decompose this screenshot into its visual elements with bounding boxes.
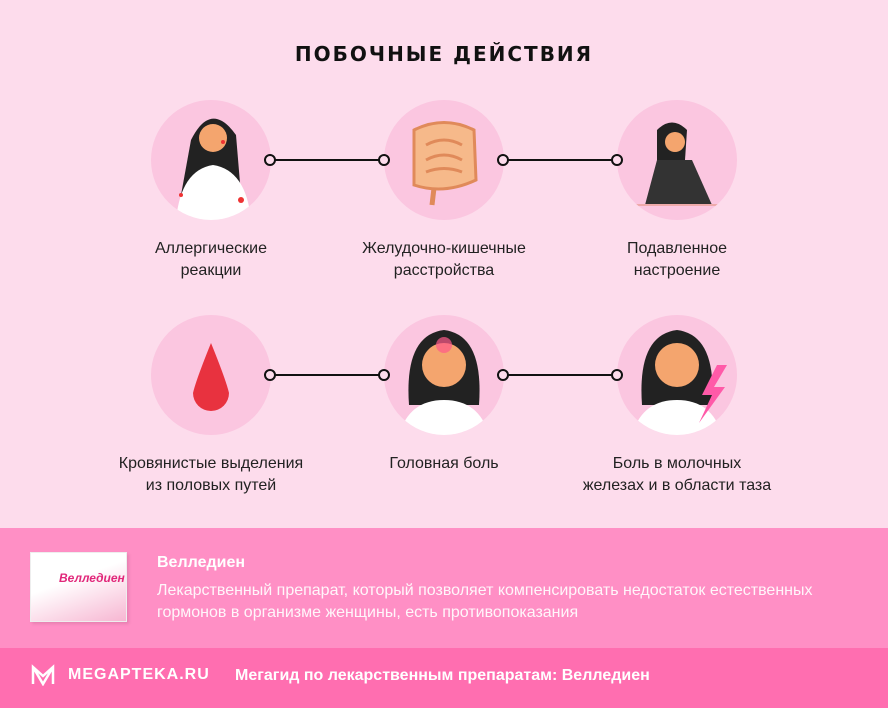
depressed-woman-icon <box>617 100 737 220</box>
connector <box>497 154 623 166</box>
product-description: Лекарственный препарат, который позволяе… <box>157 582 813 621</box>
product-band <box>0 528 888 648</box>
product-box-image: Велледиен <box>30 552 127 622</box>
chest-pain-woman-icon <box>617 315 737 435</box>
headache-woman-icon <box>384 315 504 435</box>
effect-label: Головная боль <box>389 455 499 472</box>
connector <box>264 369 390 381</box>
connector <box>497 369 623 381</box>
footer-text: Мегагид по лекарственным препаратам: Вел… <box>235 667 650 684</box>
megapteka-logo-icon <box>31 664 55 686</box>
blood-drop-icon <box>151 315 271 435</box>
product-name: Велледиен <box>157 554 246 571</box>
megapteka-logo[interactable]: MEGAPTEKA.RU <box>30 664 210 686</box>
logo-text: MEGAPTEKA.RU <box>68 666 210 683</box>
footer <box>0 648 888 708</box>
page-title: ПОБОЧНЫЕ ДЕЙСТВИЯ <box>294 42 594 66</box>
allergy-woman-icon <box>151 100 271 220</box>
connector <box>264 154 390 166</box>
intestines-icon <box>384 100 504 220</box>
